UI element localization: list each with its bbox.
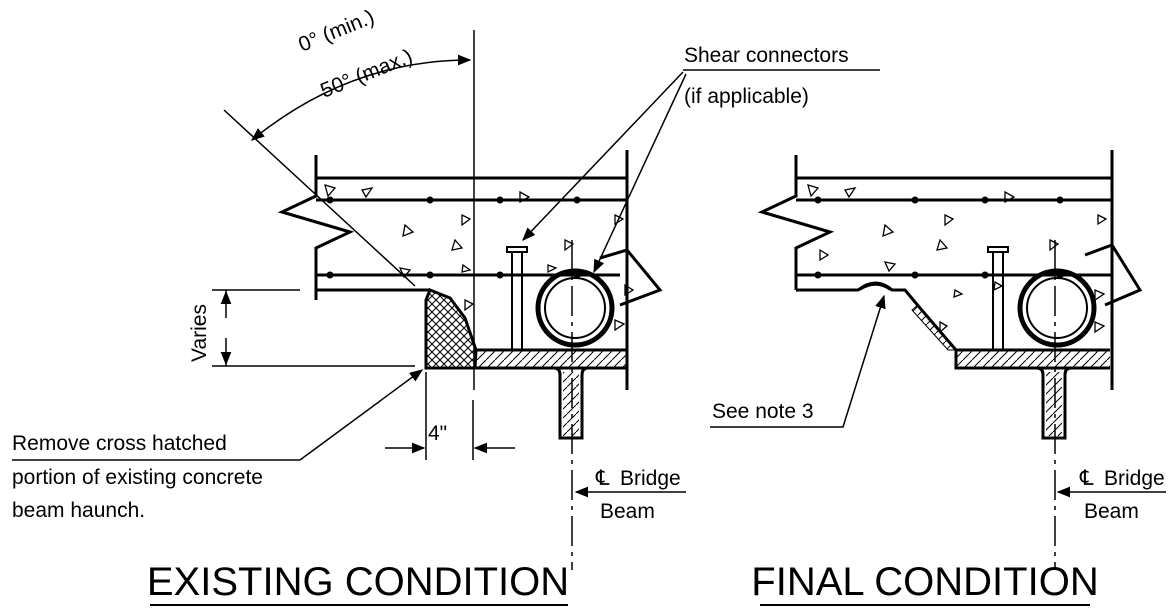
cross-hatched-haunch: [424, 288, 478, 370]
concrete-aggregate: [324, 184, 635, 332]
dim-4-extension: [425, 372, 474, 460]
shear-connectors-label: Shear connectors: [684, 44, 849, 67]
slab-break-line-right: [599, 248, 663, 307]
angle-arc: [250, 54, 472, 141]
rebar-dots: [326, 196, 581, 279]
title-existing: EXISTING CONDITION: [147, 560, 569, 604]
varies-extension: [212, 289, 415, 367]
final-duct-outer: [1017, 268, 1097, 348]
remove-note-line3: beam haunch.: [12, 499, 145, 522]
cl-beam-left: Beam: [600, 500, 655, 523]
title-final: FINAL CONDITION: [751, 560, 1098, 604]
dim-4-label: 4": [428, 422, 447, 445]
final-slab-break-left: [757, 178, 835, 290]
final-concrete-aggregate: [807, 184, 1108, 334]
cl-beam-right: Beam: [1084, 500, 1139, 523]
cl-symbol-left: ℄: [595, 467, 610, 490]
remove-note-line2: portion of existing concrete: [12, 466, 263, 489]
shear-connectors-sublabel: (if applicable): [684, 85, 809, 108]
existing-condition-detail: [12, 30, 880, 570]
final-duct-inner: [1026, 277, 1088, 339]
final-condition-detail: [710, 150, 1166, 570]
beam-web: [553, 366, 589, 440]
final-shear-connector-stud: [987, 246, 1009, 350]
varies-label: Varies: [188, 304, 211, 362]
remove-note-line1: Remove cross hatched: [12, 432, 227, 455]
cl-bridge-right: Bridge: [1104, 467, 1165, 490]
duct-outer: [535, 268, 615, 348]
final-haunch-profile: [796, 281, 1110, 352]
slab-break-line-left: [277, 178, 355, 300]
deck-slab-top-edge: [314, 150, 629, 390]
duct-inner: [544, 277, 606, 339]
shear-leader-2: [593, 73, 687, 274]
angle-line: [223, 109, 416, 287]
see-note-leader: [710, 294, 886, 428]
final-slab-break-right: [1084, 243, 1143, 307]
final-beam-web: [1036, 366, 1072, 440]
shear-leader-1: [523, 69, 880, 240]
angle-max-label: 50° (max.): [317, 45, 416, 103]
shear-connector-stud: [506, 246, 528, 350]
angle-min-label: 0° (min.): [295, 6, 377, 57]
cl-symbol-right: ℄: [1079, 467, 1094, 490]
final-rebar-dots: [814, 196, 1064, 279]
see-note-label: See note 3: [712, 400, 814, 423]
cl-bridge-left: Bridge: [620, 467, 681, 490]
final-deck-slab-top: [794, 150, 1114, 390]
remove-note-leader: [12, 370, 422, 461]
